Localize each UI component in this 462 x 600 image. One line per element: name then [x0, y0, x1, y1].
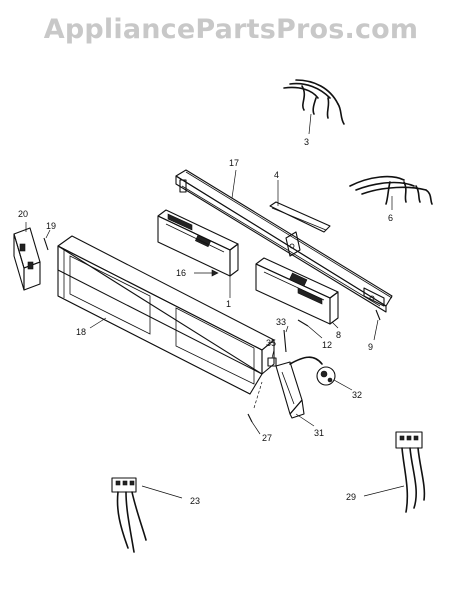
part-4-trim-strip[interactable] — [269, 180, 331, 233]
callout-19: 19 — [46, 221, 56, 231]
callout-27: 27 — [262, 433, 272, 443]
callout-12: 12 — [322, 340, 332, 350]
part-6-wire-harness[interactable] — [349, 175, 433, 210]
part-23-connector-harness[interactable] — [111, 477, 183, 553]
callout-35: 35 — [266, 338, 276, 348]
part-12-screw[interactable] — [297, 319, 323, 339]
part-35-clip[interactable] — [267, 349, 277, 367]
callout-18: 18 — [76, 327, 86, 337]
callout-29: 29 — [346, 492, 356, 502]
callout-6: 6 — [388, 213, 393, 223]
part-18-front-frame[interactable] — [57, 235, 275, 395]
part-19-screw[interactable] — [43, 229, 51, 251]
part-3-wire-harness[interactable] — [283, 79, 345, 135]
callout-17: 17 — [229, 158, 239, 168]
callout-1: 1 — [226, 299, 231, 309]
part-9-screw[interactable] — [373, 309, 381, 341]
part-33-screw[interactable] — [283, 325, 289, 353]
part-16-control-board[interactable] — [157, 209, 239, 298]
callout-16: 16 — [176, 268, 186, 278]
part-32-sensor[interactable] — [289, 356, 353, 391]
part-17-rear-panel[interactable] — [175, 169, 393, 313]
part-20-bracket[interactable] — [13, 222, 41, 291]
callout-32: 32 — [352, 390, 362, 400]
watermark-text: AppliancePartsPros.com — [43, 14, 419, 45]
callout-9: 9 — [368, 342, 373, 352]
part-29-connector-harness[interactable] — [363, 431, 426, 513]
part-27-screw[interactable] — [247, 381, 263, 435]
callout-3: 3 — [304, 137, 309, 147]
callout-20: 20 — [18, 209, 28, 219]
callout-4: 4 — [274, 170, 279, 180]
callout-23: 23 — [190, 496, 200, 506]
part-31-bracket[interactable] — [275, 361, 315, 427]
callout-31: 31 — [314, 428, 324, 438]
callout-33: 33 — [276, 317, 286, 327]
callout-8: 8 — [336, 330, 341, 340]
part-8-control-board[interactable] — [255, 257, 339, 329]
